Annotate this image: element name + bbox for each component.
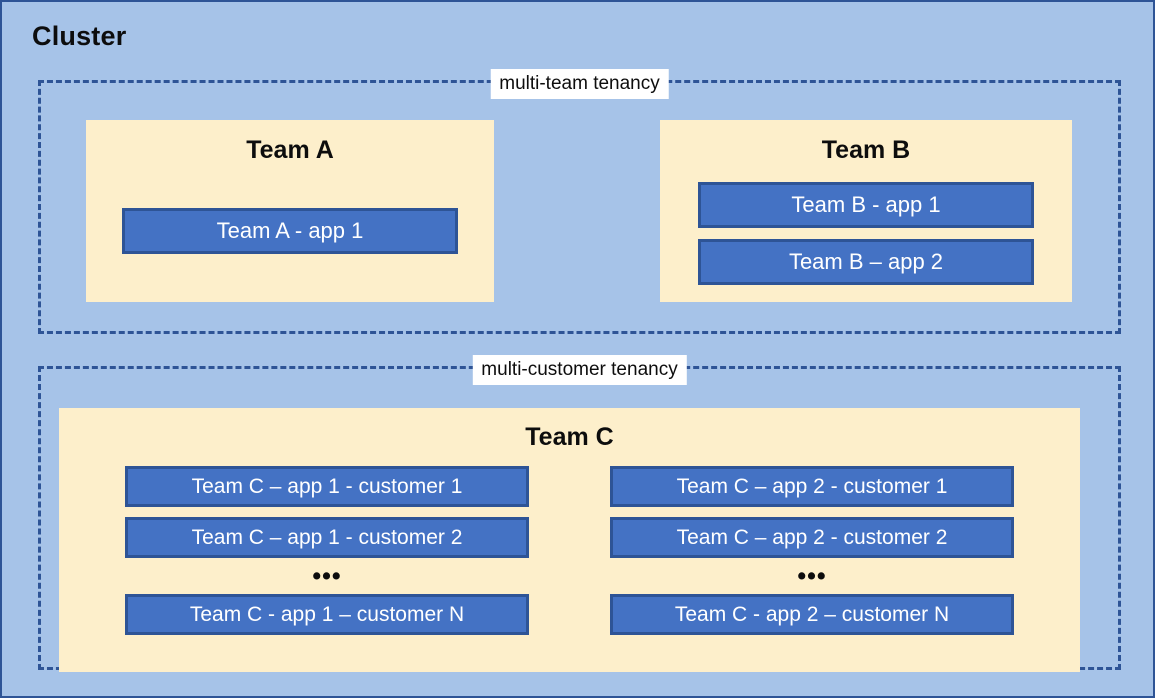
team-box-team-a: Team A Team A - app 1 — [86, 120, 494, 302]
team-title-team-c: Team C — [525, 423, 614, 451]
app-box-team-b-app-2[interactable]: Team B – app 2 — [698, 239, 1034, 285]
app-box-team-c-app-1-customer-1[interactable]: Team C – app 1 - customer 1 — [125, 466, 529, 507]
app-box-team-c-app-2-customer-2[interactable]: Team C – app 2 - customer 2 — [610, 517, 1014, 558]
app-box-team-c-app-1-customer-n[interactable]: Team C - app 1 – customer N — [125, 594, 529, 635]
tenancy-label-multi-team: multi-team tenancy — [490, 69, 669, 99]
app-box-team-c-app-2-customer-n[interactable]: Team C - app 2 – customer N — [610, 594, 1014, 635]
app-box-team-c-app-2-customer-1[interactable]: Team C – app 2 - customer 1 — [610, 466, 1014, 507]
app-box-team-b-app-1[interactable]: Team B - app 1 — [698, 182, 1034, 228]
app-list-team-b: Team B - app 1 Team B – app 2 — [698, 182, 1034, 285]
team-box-team-b: Team B Team B - app 1 Team B – app 2 — [660, 120, 1072, 302]
team-box-team-c: Team C Team C – app 1 - customer 1 Team … — [59, 408, 1080, 672]
ellipsis-team-c-app-1: ••• — [312, 562, 342, 590]
app-column-team-c-app-1: Team C – app 1 - customer 1 Team C – app… — [125, 466, 529, 635]
page-title: Cluster — [32, 21, 127, 51]
team-title-team-a: Team A — [246, 136, 334, 164]
app-box-team-c-app-1-customer-2[interactable]: Team C – app 1 - customer 2 — [125, 517, 529, 558]
team-title-team-b: Team B — [821, 136, 911, 164]
app-columns-team-c: Team C – app 1 - customer 1 Team C – app… — [59, 466, 1080, 635]
tenancy-label-multi-customer: multi-customer tenancy — [472, 355, 687, 385]
ellipsis-team-c-app-2: ••• — [797, 562, 827, 590]
tenancy-group-multi-team: multi-team tenancy — [38, 69, 1121, 334]
app-list-team-a: Team A - app 1 — [122, 208, 458, 254]
app-column-team-c-app-2: Team C – app 2 - customer 1 Team C – app… — [610, 466, 1014, 635]
app-box-team-a-app-1[interactable]: Team A - app 1 — [122, 208, 458, 254]
